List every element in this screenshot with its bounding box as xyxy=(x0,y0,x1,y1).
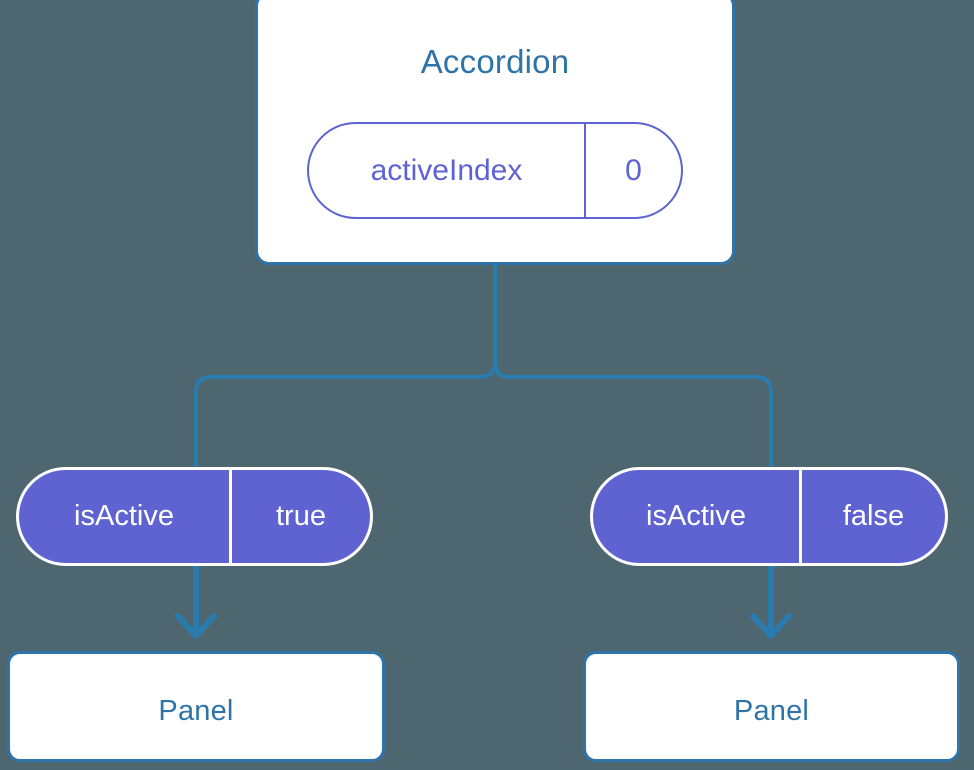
panel-node-left-label: Panel xyxy=(158,695,234,727)
prop-pill-left-key: isActive xyxy=(19,470,232,563)
arrow-head-right xyxy=(750,613,792,639)
prop-pill-right-key: isActive xyxy=(593,470,802,563)
accordion-node-label: Accordion xyxy=(420,43,570,80)
connector-to-left-child xyxy=(194,265,497,470)
panel-node-left: Panel xyxy=(7,651,385,762)
arrow-head-left xyxy=(175,613,217,639)
prop-pill-right-value: false xyxy=(842,500,905,532)
panel-node-right-label: Panel xyxy=(733,695,810,727)
connector-to-right-child xyxy=(493,265,773,470)
prop-pill-right: isActive false xyxy=(590,467,948,566)
prop-pill-left-value: true xyxy=(276,500,326,532)
state-pill-key: activeIndex xyxy=(309,124,586,217)
state-pill-value: 0 xyxy=(625,153,642,187)
panel-node-right: Panel xyxy=(583,651,960,762)
prop-pill-left: isActive true xyxy=(16,467,373,566)
state-pill-active-index: activeIndex 0 xyxy=(307,122,683,219)
